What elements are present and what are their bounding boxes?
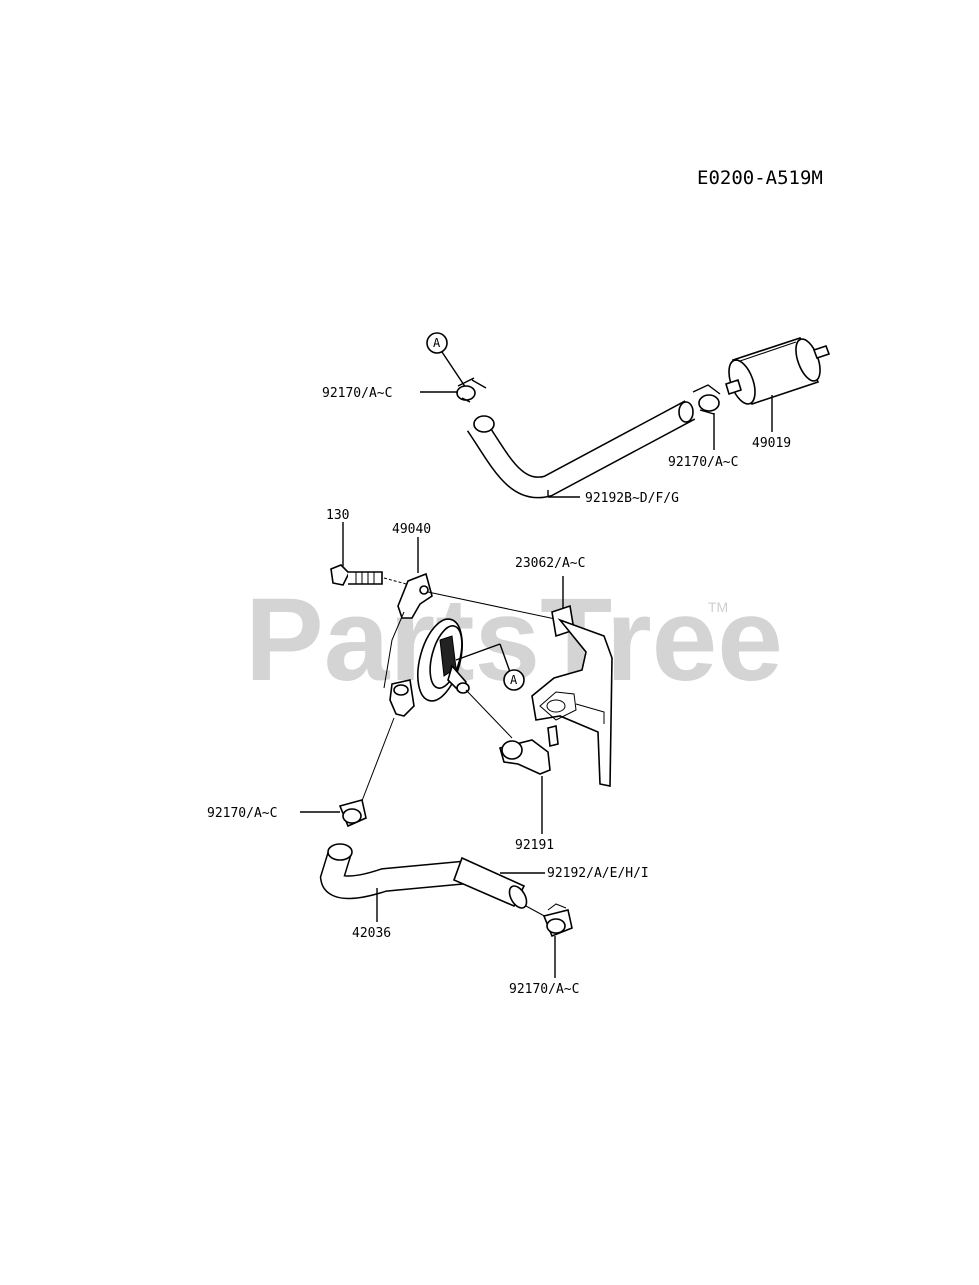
label-plate: 23062/A~C — [515, 556, 585, 571]
label-cap: 92191 — [515, 838, 554, 853]
diagram-code: E0200-A519M — [697, 167, 823, 189]
hose-top — [466, 400, 696, 499]
label-clamp-left: 92170/A~C — [207, 806, 277, 821]
label-bracket: 49040 — [392, 522, 431, 537]
bracket — [397, 572, 433, 619]
clamp-bottom — [542, 903, 573, 938]
clamp-left — [338, 799, 367, 828]
callout-a-top: A — [426, 332, 467, 389]
cap — [499, 739, 551, 775]
label-pipe: 42036 — [352, 926, 391, 941]
bolt — [330, 564, 383, 586]
pipe — [319, 843, 472, 900]
label-hose-top: 92192B~D/F/G — [585, 491, 679, 506]
label-filter: 49019 — [752, 436, 791, 451]
label-bolt: 130 — [326, 508, 349, 523]
label-clamp-filter: 92170/A~C — [668, 455, 738, 470]
label-hose-bottom: 92192/A/E/H/I — [547, 866, 649, 881]
pump-fitting — [389, 679, 415, 717]
fuel-filter — [725, 337, 831, 405]
label-clamp-top: 92170/A~C — [322, 386, 392, 401]
hose-bottom — [452, 856, 528, 909]
fuel-pump — [417, 618, 470, 702]
clamp-top — [456, 377, 487, 403]
trademark-text: TM — [708, 599, 728, 615]
label-clamp-bottom: 92170/A~C — [509, 982, 579, 997]
callout-a-lower-label: A — [510, 673, 518, 687]
mounting-plate — [531, 604, 613, 787]
callout-a-top-label: A — [433, 336, 441, 350]
clamp-filter — [692, 384, 721, 415]
callout-a-lower: A — [503, 669, 525, 691]
